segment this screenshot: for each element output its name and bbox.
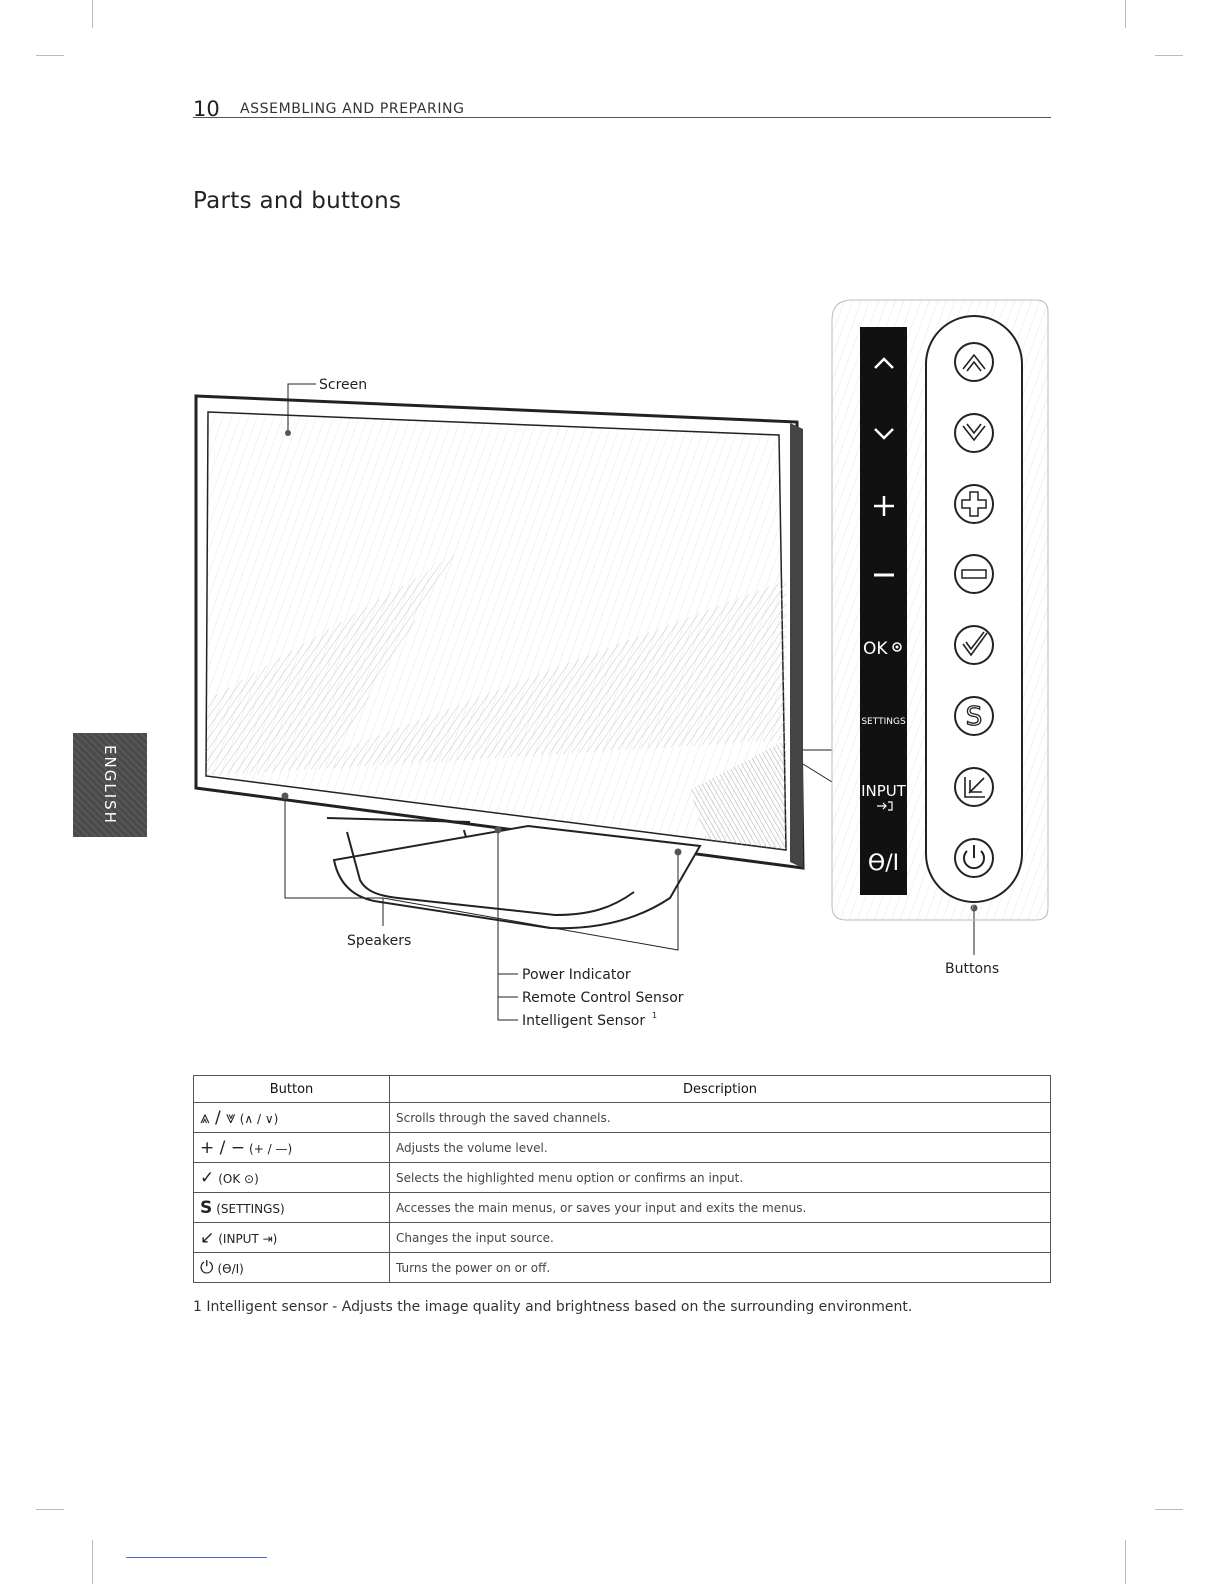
volume-up-button[interactable] [954, 484, 994, 524]
ok-panel-label: OK [863, 639, 888, 659]
table-row: S(SETTINGS) Accesses the main menus, or … [193, 1192, 1051, 1223]
chevron-down-icon [874, 428, 894, 440]
input-panel-label: INPUT [861, 782, 907, 800]
description-column-header: Description [389, 1075, 1051, 1103]
power-panel-label: ϴ/I [868, 851, 899, 876]
footnote: 1 Intelligent sensor - Adjusts the image… [193, 1299, 913, 1315]
description-cell: Selects the highlighted menu option or c… [389, 1162, 1051, 1193]
input-arrow-icon [877, 801, 893, 811]
button-alt-label: (∧ / ∨) [239, 1111, 279, 1126]
table-header-row: Button Description [193, 1075, 1051, 1103]
sensor-callout [497, 830, 518, 1021]
description-cell: Changes the input source. [389, 1222, 1051, 1253]
button-alt-label: (+ / —) [249, 1141, 293, 1156]
crop-mark [36, 1509, 64, 1510]
screen-reflection [206, 555, 786, 776]
remote-sensor-label: Remote Control Sensor [522, 990, 684, 1006]
plus-minus-icon: + / − [200, 1137, 246, 1158]
settings-s-icon: S [966, 702, 983, 732]
button-cell: ⩓ / ⩔(∧ / ∨) [193, 1102, 390, 1133]
crop-mark [36, 55, 64, 56]
table-row: ⏻(ϴ/I) Turns the power on or off. [193, 1252, 1051, 1283]
plus-icon [961, 491, 987, 517]
crop-mark [1155, 1509, 1183, 1510]
minus-icon [961, 569, 987, 579]
speaker-callout-left [284, 796, 383, 899]
chevron-up-icon [962, 353, 986, 372]
speaker-callout-right [382, 852, 679, 951]
button-cell: S(SETTINGS) [193, 1192, 390, 1223]
panel-label-strip: OK SETTINGS INPUT ϴ/I [860, 327, 907, 895]
button-cell: ⏻(ϴ/I) [193, 1252, 390, 1283]
volume-down-button[interactable] [954, 554, 994, 594]
speakers-label: Speakers [347, 933, 411, 949]
power-icon [963, 850, 985, 870]
button-cell: ✓(OK ⊙) [193, 1162, 390, 1193]
screen-callout [287, 383, 316, 432]
table-row: + / −(+ / —) Adjusts the volume level. [193, 1132, 1051, 1163]
check-icon [962, 631, 988, 657]
footnote-marker: 1 [652, 1011, 657, 1020]
language-tab: ENGLISH [73, 733, 147, 837]
description-cell: Turns the power on or off. [389, 1252, 1051, 1283]
page-title: Parts and buttons [193, 188, 402, 214]
intelligent-sensor-label: Intelligent Sensor [522, 1013, 645, 1029]
button-cell: ↙(INPUT ⇥) [193, 1222, 390, 1253]
header-rule [193, 117, 1051, 118]
description-cell: Accesses the main menus, or saves your i… [389, 1192, 1051, 1223]
tv-stand [326, 817, 702, 930]
button-alt-label: (SETTINGS) [216, 1201, 285, 1216]
description-cell: Scrolls through the saved channels. [389, 1102, 1051, 1133]
chevron-down-icon [962, 423, 986, 442]
chevron-up-icon [874, 357, 894, 369]
power-indicator-label: Power Indicator [522, 967, 631, 983]
settings-panel-label: SETTINGS [861, 717, 906, 727]
table-row: ↙(INPUT ⇥) Changes the input source. [193, 1222, 1051, 1253]
screen-reflection-dark [690, 740, 786, 850]
button-table: Button Description ⩓ / ⩔(∧ / ∨) Scrolls … [193, 1075, 1051, 1283]
input-button[interactable] [954, 767, 994, 807]
settings-button[interactable]: S [954, 696, 994, 736]
button-alt-label: (OK ⊙) [218, 1171, 259, 1186]
crop-mark [92, 0, 93, 28]
section-title: ASSEMBLING AND PREPARING [240, 101, 465, 117]
crop-mark [1125, 1540, 1126, 1584]
crop-mark [92, 1540, 93, 1584]
up-button[interactable] [954, 342, 994, 382]
settings-s-icon: S [200, 1197, 213, 1218]
button-alt-label: (ϴ/I) [217, 1261, 244, 1276]
check-icon: ✓ [200, 1167, 215, 1188]
bottom-link-rule [126, 1557, 267, 1558]
description-cell: Adjusts the volume level. [389, 1132, 1051, 1163]
up-down-icon: ⩓ / ⩔ [200, 1107, 236, 1128]
ok-button[interactable] [954, 625, 994, 665]
ok-dot-icon [892, 642, 902, 652]
table-row: ✓(OK ⊙) Selects the highlighted menu opt… [193, 1162, 1051, 1193]
button-cell: + / −(+ / —) [193, 1132, 390, 1163]
down-button[interactable] [954, 413, 994, 453]
button-column-header: Button [193, 1075, 390, 1103]
power-icon: ⏻ [200, 1257, 214, 1278]
power-button[interactable] [954, 838, 994, 878]
table-row: ⩓ / ⩔(∧ / ∨) Scrolls through the saved c… [193, 1102, 1051, 1133]
buttons-label: Buttons [945, 961, 999, 977]
screen-label: Screen [319, 377, 367, 393]
input-icon: ↙ [200, 1227, 215, 1248]
plus-icon [874, 496, 894, 516]
tv-set [194, 394, 805, 870]
button-alt-label: (INPUT ⇥) [218, 1231, 278, 1246]
touch-buttons: S [925, 315, 1023, 903]
tv-bezel-side [790, 423, 803, 868]
crop-mark [1155, 55, 1183, 56]
input-icon [964, 777, 985, 798]
crop-mark [1125, 0, 1126, 28]
